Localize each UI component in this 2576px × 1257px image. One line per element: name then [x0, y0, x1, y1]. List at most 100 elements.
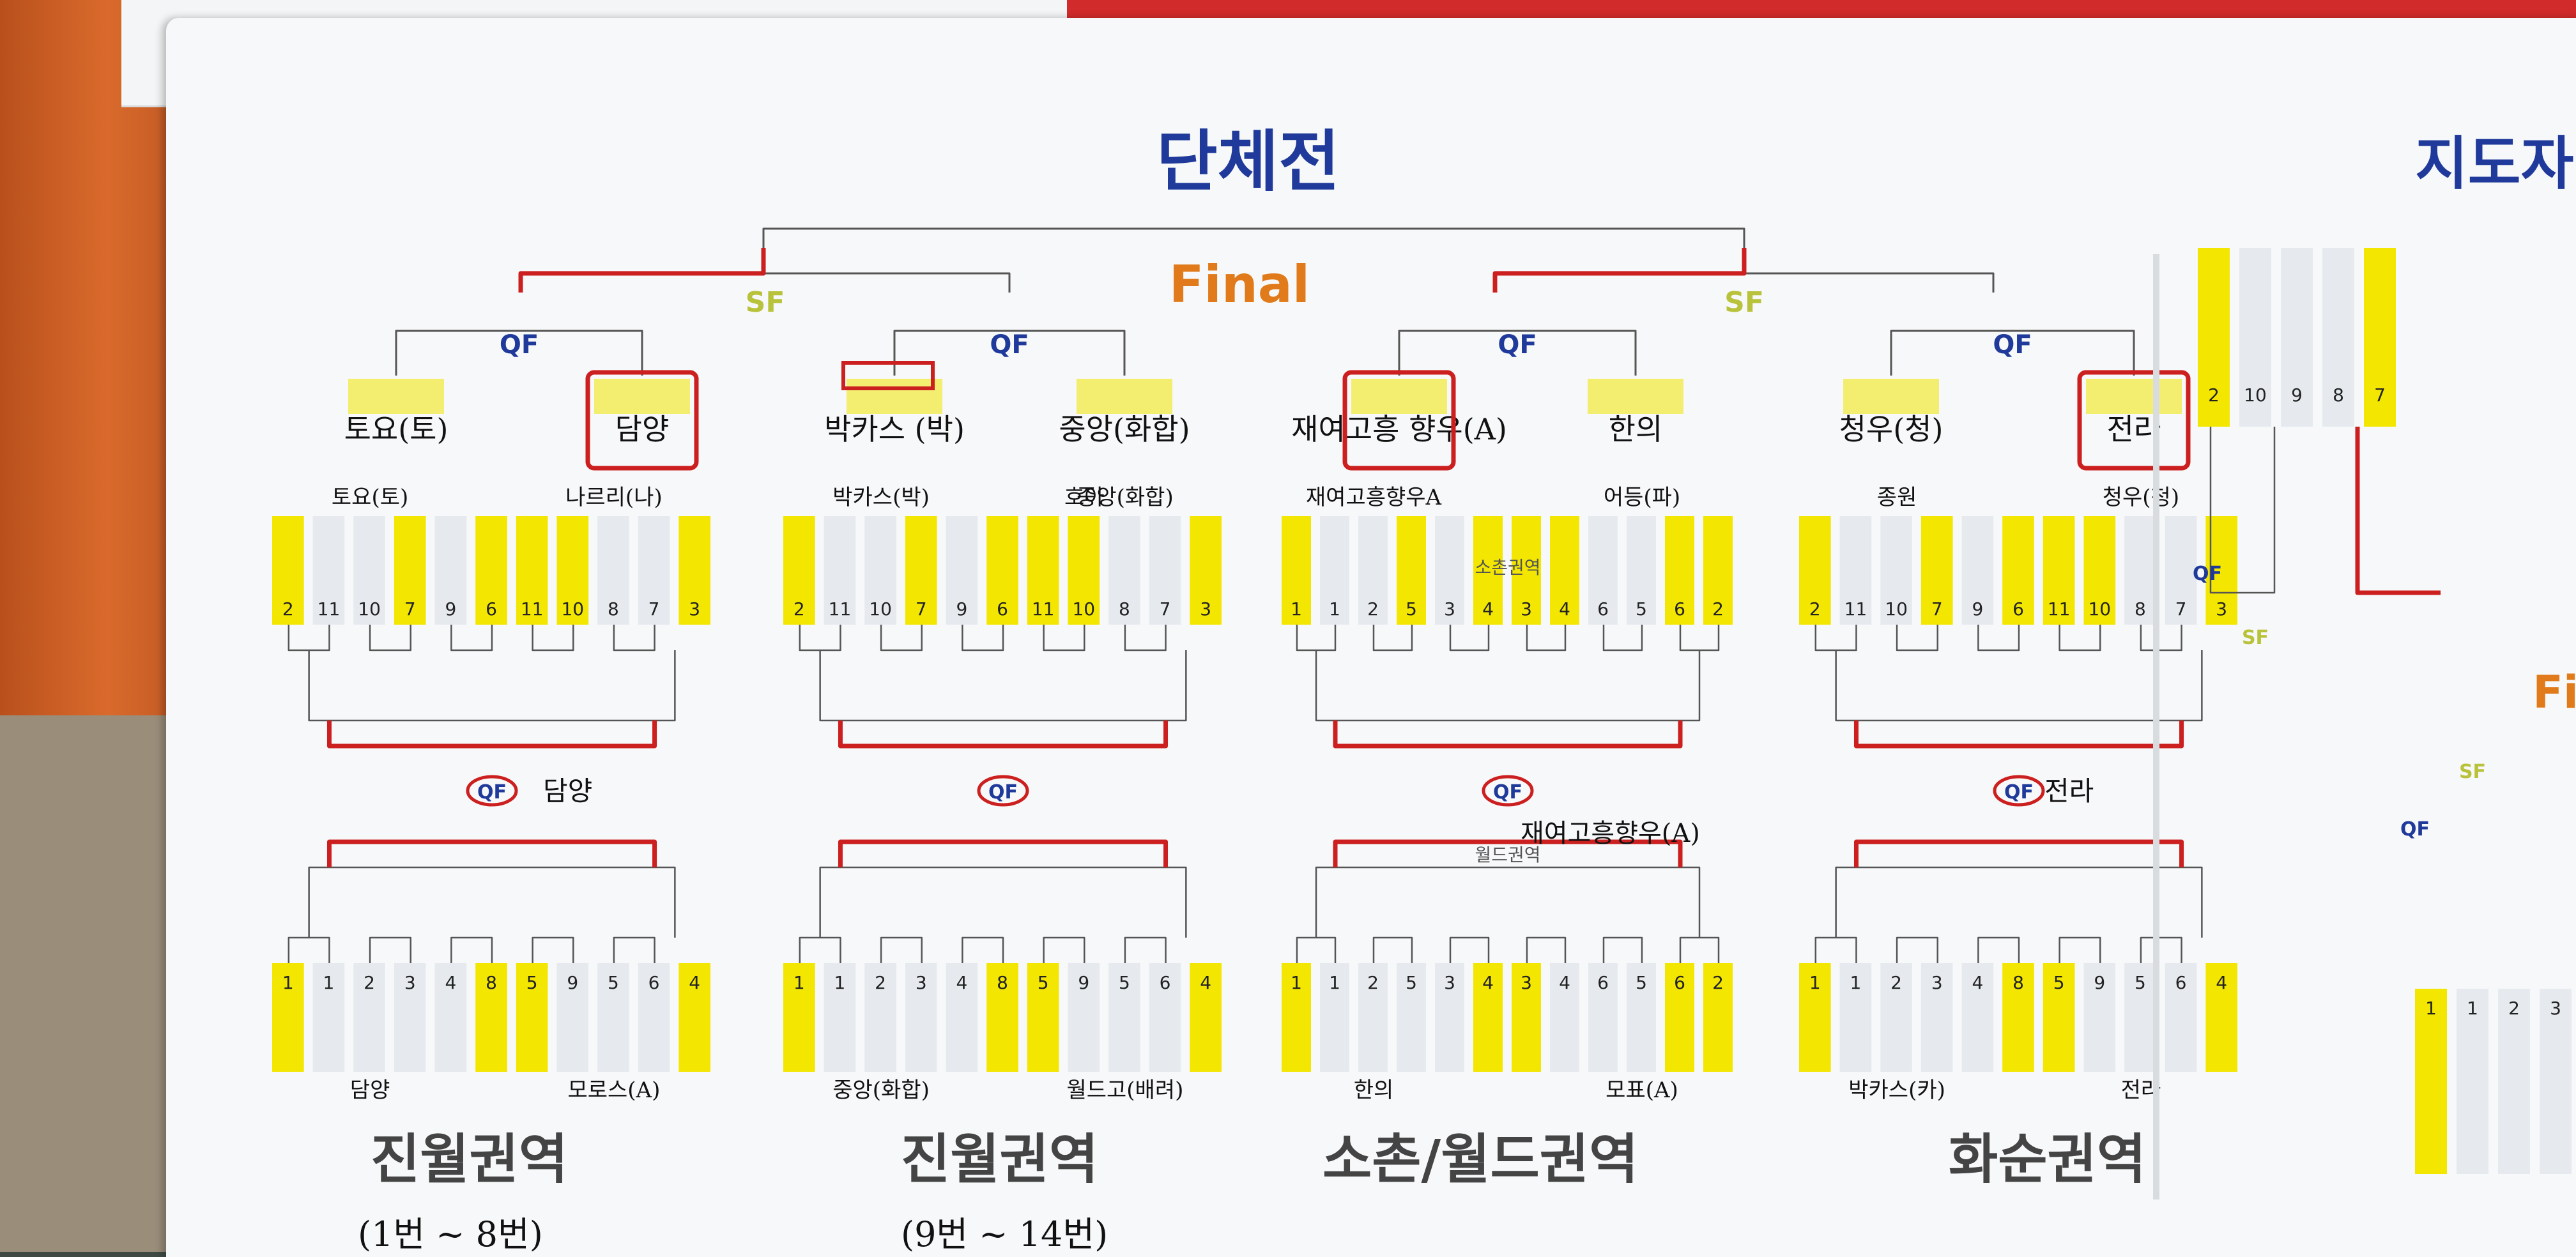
seed-block	[597, 516, 629, 625]
seed-block	[1920, 516, 1953, 625]
handwritten-team: 토요(토)	[332, 485, 408, 510]
round1-bracket-line	[369, 936, 411, 963]
seed-number: 3	[1444, 972, 1455, 993]
seed-block	[1108, 963, 1140, 1072]
seed-number: 9	[445, 598, 456, 620]
right-panel-block	[2498, 989, 2530, 1174]
round1-bracket-line	[1896, 625, 1938, 651]
seed-block	[1839, 516, 1872, 625]
round2-bracket-line	[1315, 866, 1701, 938]
seed-block	[353, 516, 385, 625]
qf-team-name: 전라	[2107, 412, 2161, 446]
round1-bracket-line	[1679, 625, 1720, 651]
seed-block	[1961, 516, 1994, 625]
round1-bracket-line	[1977, 936, 2020, 963]
qf-team-name: 중앙(화합)	[1059, 412, 1190, 446]
winner-path-red	[2019, 720, 2184, 749]
round2-bracket-line	[308, 866, 676, 938]
winner-path-red	[1003, 839, 1169, 867]
qf-oval-marker	[466, 775, 518, 807]
seed-block	[394, 516, 426, 625]
seed-block	[516, 516, 548, 625]
round1-bracket-line	[2058, 936, 2101, 963]
qf-bracket-line	[1398, 330, 1637, 376]
seed-block	[1397, 516, 1426, 625]
right-qf-label: QF	[2400, 818, 2430, 841]
seed-number: 9	[2094, 972, 2105, 993]
round2-bracket-line	[1835, 866, 2203, 938]
seed-block	[1588, 963, 1618, 1072]
winner-path-red	[1333, 839, 1508, 867]
seed-number: 10	[869, 598, 892, 620]
handwritten-team: 한의	[1354, 1078, 1394, 1103]
seed-block	[946, 963, 978, 1072]
seed-number: 3	[2216, 598, 2227, 620]
handwritten-team: 중앙(화합)	[1077, 485, 1174, 510]
seed-number: 2	[1809, 598, 1821, 620]
round1-bracket-line	[2140, 625, 2182, 651]
round2-bracket-line	[1835, 650, 2203, 722]
qf-team-tab	[594, 379, 690, 414]
qf-team-name: 한의	[1609, 412, 1663, 446]
seed-block	[1397, 963, 1426, 1072]
qf-team-tab	[1588, 379, 1683, 414]
round1-bracket-line	[1602, 936, 1643, 963]
seed-number: 2	[364, 972, 375, 993]
handwritten-team: 모로스(A)	[567, 1078, 660, 1103]
round1-bracket-line	[1896, 936, 1938, 963]
qf-result-note: 담양	[543, 775, 592, 807]
right-panel-number: 2	[2208, 385, 2220, 406]
floor	[0, 715, 192, 1252]
seed-block	[1550, 963, 1579, 1072]
round1-bracket-line	[1124, 936, 1167, 963]
page-title: 단체전	[1156, 123, 1340, 201]
seed-number: 1	[834, 972, 846, 993]
right-panel-bracket	[2209, 427, 2276, 594]
round1-bracket-line	[2058, 625, 2101, 651]
round1-bracket-line	[799, 625, 841, 651]
panel-divider	[2153, 254, 2159, 1200]
qf-result-note: 전라	[2044, 775, 2094, 807]
region-label-3: 소촌/월드권역	[1322, 1128, 1639, 1191]
seed-block	[597, 963, 629, 1072]
winner-path-red	[1853, 839, 2019, 867]
seed-number: 1	[1291, 972, 1302, 993]
qf-marker-label: QF	[2004, 781, 2034, 804]
round1-bracket-line	[1977, 625, 2020, 651]
round1-bracket-line	[1124, 625, 1167, 651]
seed-block	[2002, 963, 2034, 1072]
seed-block	[1588, 516, 1618, 625]
seed-number: 4	[1972, 972, 1983, 993]
right-panel-block	[2322, 248, 2354, 427]
seed-block	[434, 963, 467, 1072]
seed-number: 1	[1329, 598, 1340, 620]
round1-bracket-line	[1296, 936, 1337, 963]
qf-label: QF	[990, 330, 1029, 360]
qf-team-tab	[847, 379, 942, 414]
round1-bracket-line	[880, 625, 923, 651]
seed-block	[1512, 516, 1541, 625]
handwritten-team: 담양	[350, 1078, 390, 1103]
seed-number: 5	[1636, 598, 1647, 620]
qf-team-tab	[2086, 379, 2182, 414]
seed-number: 6	[1674, 598, 1685, 620]
seed-number: 8	[2135, 598, 2146, 620]
seed-number: 2	[1712, 598, 1724, 620]
right-panel-number: 10	[2244, 385, 2267, 406]
winner-path-red	[1508, 839, 1683, 867]
seed-block	[678, 516, 710, 625]
seed-number: 10	[561, 598, 584, 620]
qf-result-note: 재여고흥향우(A)	[1521, 819, 1700, 848]
seed-block	[864, 516, 896, 625]
seed-number: 8	[2012, 972, 2024, 993]
handwritten-team: 호아	[1064, 485, 1105, 510]
seed-block	[1149, 516, 1181, 625]
right-panel-block	[2540, 989, 2572, 1174]
seed-number: 9	[1078, 972, 1089, 993]
qf-bracket-line	[395, 330, 643, 376]
round1-bracket-line	[880, 936, 923, 963]
handwritten-team: 어등(파)	[1604, 485, 1680, 510]
seed-block	[1068, 963, 1100, 1072]
handwritten-team: 박카스(박)	[832, 485, 930, 510]
seed-block	[2165, 963, 2197, 1072]
